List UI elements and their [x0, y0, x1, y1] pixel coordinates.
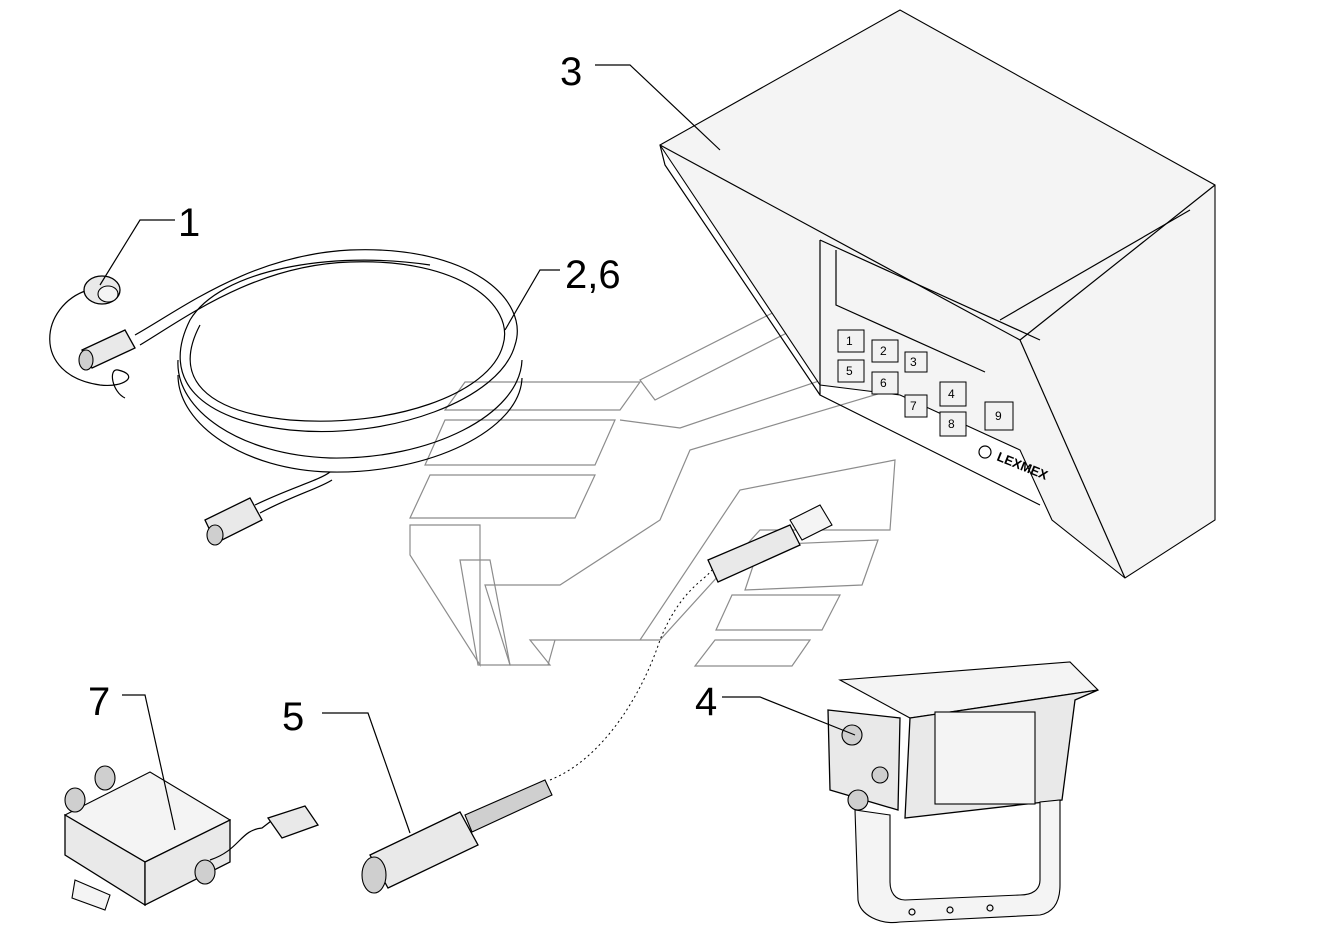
callout-7: 7 [88, 680, 110, 724]
camera-icon [827, 661, 1100, 924]
monitor-key-8[interactable] [939, 411, 967, 437]
cap-connector-icon [49, 275, 136, 399]
monitor-key-2[interactable] [871, 339, 899, 363]
monitor-key-2-label: 2 [880, 344, 887, 358]
monitor-key-5[interactable] [837, 359, 865, 383]
monitor-key-7-label: 7 [910, 399, 917, 413]
monitor-key-6[interactable] [871, 371, 899, 395]
monitor-key-3[interactable] [904, 351, 928, 373]
monitor-key-6-label: 6 [880, 376, 887, 390]
monitor-key-8-label: 8 [948, 417, 955, 431]
callout-2-6: 2,6 [565, 253, 621, 297]
monitor-key-1[interactable] [837, 329, 865, 353]
coiled-cable-icon [134, 249, 523, 546]
monitor-key-7[interactable] [904, 394, 928, 418]
monitor-key-9[interactable] [984, 401, 1014, 431]
monitor-key-9-label: 9 [995, 409, 1002, 423]
splitter-box-icon [63, 765, 320, 911]
monitor-key-3-label: 3 [910, 355, 917, 369]
callout-3: 3 [560, 50, 582, 94]
callout-1: 1 [178, 201, 200, 245]
callout-5: 5 [282, 695, 304, 739]
monitor-key-5-label: 5 [846, 364, 853, 378]
monitor-key-1-label: 1 [846, 334, 853, 348]
monitor-icon [659, 9, 1216, 579]
monitor-key-4-label: 4 [948, 387, 955, 401]
leader-lines [99, 64, 856, 834]
plug-connector-icon [361, 504, 833, 894]
monitor-key-4[interactable] [939, 381, 967, 407]
callout-4: 4 [695, 680, 717, 724]
